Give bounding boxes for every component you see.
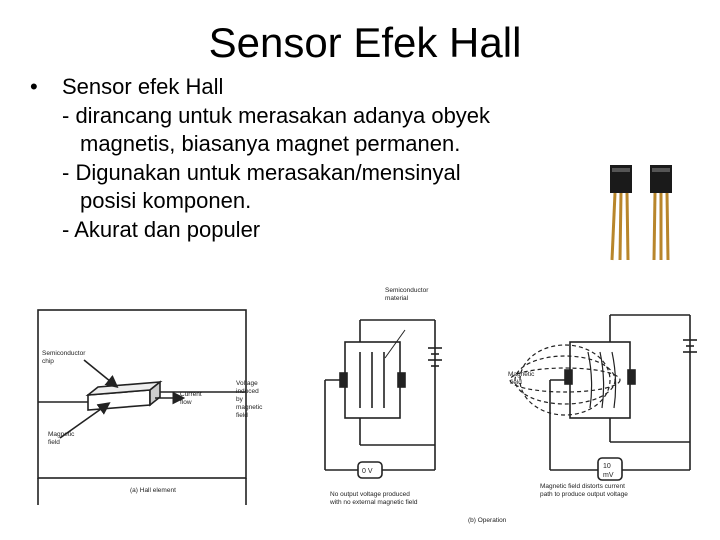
sub-item: - dirancang untuk merasakan adanya obyek… <box>30 102 630 159</box>
meter-reading-mv: mV <box>603 472 614 479</box>
label-semiconductor-material: Semiconductor <box>385 287 429 294</box>
meter-reading-mv: 10 <box>603 463 611 470</box>
slide-title: Sensor Efek Hall <box>0 18 720 68</box>
sub-item-line: magnetis, biasanya magnet permanen. <box>62 130 630 159</box>
hall-sensor-photo <box>600 160 680 265</box>
sub-item: - Akurat dan populer <box>30 216 630 245</box>
bullet-symbol: • <box>30 73 38 102</box>
label-voltage-induced: induced <box>236 388 259 395</box>
sub-item-line: - Akurat dan populer <box>62 216 630 245</box>
operation-diagram-no-field <box>325 320 442 478</box>
label-semiconductor-material: material <box>385 295 409 302</box>
label-voltage-induced: Voltage <box>236 380 258 387</box>
slide-body: • Sensor efek Hall - dirancang untuk mer… <box>30 73 630 244</box>
hall-sensor-package-right <box>650 165 672 260</box>
label-voltage-induced: by <box>236 396 244 403</box>
label-magnetic-field-right: field <box>510 379 522 386</box>
hall-effect-diagram: Semiconductor chip Current flow Voltage … <box>0 270 720 540</box>
bullet-item: • Sensor efek Hall <box>30 73 630 102</box>
sub-item-line: - dirancang untuk merasakan adanya obyek <box>62 102 630 131</box>
caption-no-field: with no external magnetic field <box>329 499 418 506</box>
bullet-text: Sensor efek Hall <box>62 74 223 99</box>
hall-sensor-package-left <box>610 165 632 260</box>
caption-with-field: path to produce output voltage <box>540 491 628 498</box>
caption-no-field: No output voltage produced <box>330 491 410 498</box>
label-magnetic-field-right: Magnetic <box>508 371 535 378</box>
label-current-flow: flow <box>180 399 192 406</box>
sub-item-line: - Digunakan untuk merasakan/mensinyal <box>62 159 630 188</box>
caption-hall-element: (a) Hall element <box>130 487 176 494</box>
label-magnetic-field: Magnetic <box>48 431 75 438</box>
caption-operation: (b) Operation <box>468 517 507 524</box>
hall-element-diagram <box>38 310 246 505</box>
label-voltage-induced: field <box>236 412 248 419</box>
sub-item-line: posisi komponen. <box>62 187 630 216</box>
label-semiconductor-chip: Semiconductor <box>42 350 86 357</box>
operation-diagram-with-field <box>510 315 697 480</box>
label-semiconductor-chip: chip <box>42 358 54 365</box>
meter-reading-zero: 0 V <box>362 468 373 475</box>
label-current-flow: Current <box>180 391 202 398</box>
label-magnetic-field: field <box>48 439 60 446</box>
caption-with-field: Magnetic field distorts current <box>540 483 625 490</box>
label-voltage-induced: magnetic <box>236 404 263 411</box>
sub-item: - Digunakan untuk merasakan/mensinyal po… <box>30 159 630 216</box>
